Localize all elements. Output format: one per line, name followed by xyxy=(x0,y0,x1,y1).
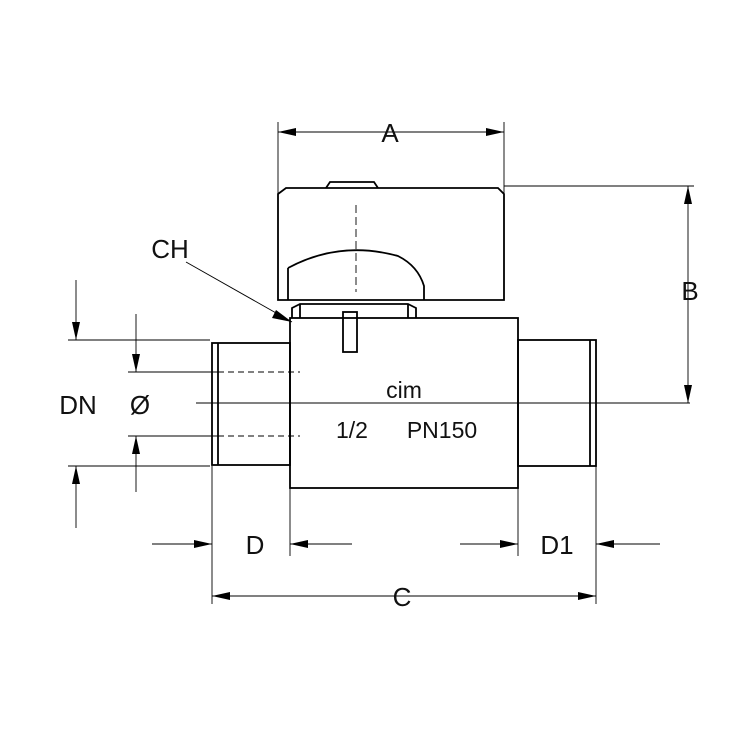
dimension-b xyxy=(684,186,692,403)
handle-cap xyxy=(325,181,379,189)
dimension-d1 xyxy=(460,540,660,548)
label-diameter: Ø xyxy=(130,390,150,420)
dimension-c xyxy=(212,592,596,600)
label-c: C xyxy=(393,582,412,612)
label-b: B xyxy=(681,276,698,306)
valve-stem xyxy=(291,303,417,353)
label-ch: CH xyxy=(151,234,189,264)
dimension-diameter xyxy=(132,314,140,492)
handle-dome xyxy=(287,249,425,300)
size-marking: 1/2 xyxy=(336,417,368,443)
label-a: A xyxy=(381,118,399,148)
ch-leader xyxy=(185,261,293,323)
extension-lines xyxy=(68,122,694,604)
left-end xyxy=(211,342,291,466)
dimension-a xyxy=(278,128,504,136)
label-d: D xyxy=(246,530,265,560)
valve-handle xyxy=(277,181,505,301)
label-d1: D1 xyxy=(540,530,573,560)
stem xyxy=(342,311,358,353)
stem-nut xyxy=(291,303,417,318)
pressure-marking: PN150 xyxy=(407,417,477,443)
dimension-dn xyxy=(72,280,80,528)
dimension-d xyxy=(152,540,352,548)
handle-lever xyxy=(277,187,505,301)
brand-marking: cim xyxy=(386,377,422,403)
label-dn: DN xyxy=(59,390,97,420)
